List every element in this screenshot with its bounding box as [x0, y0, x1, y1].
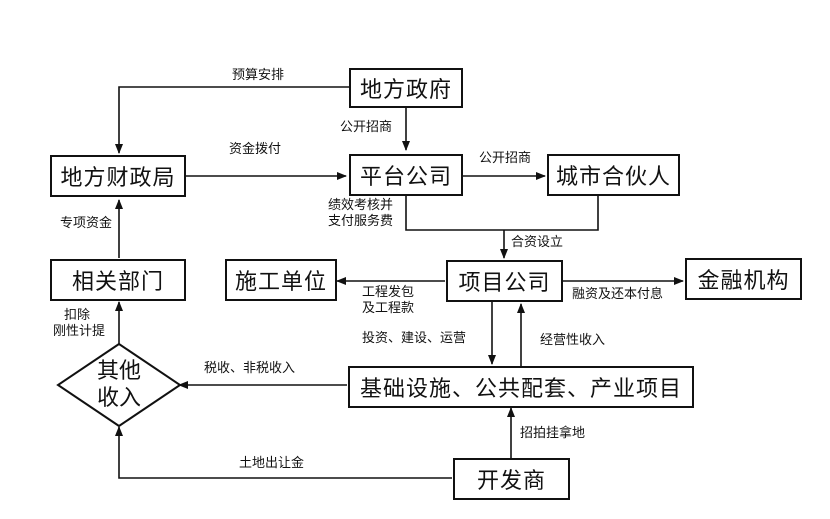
- edge-land-transfer: [115, 426, 452, 479]
- node-infrastructure: 基础设施、公共配套、产业项目: [348, 366, 694, 408]
- node-construction-unit: 施工单位: [225, 259, 337, 301]
- node-finance-bureau: 地方财政局: [50, 155, 186, 197]
- edge-joint-venture-right: [504, 196, 599, 231]
- label-budget: 预算安排: [232, 68, 285, 83]
- node-project-company: 项目公司: [446, 260, 563, 302]
- label-open-bid-gov: 公开招商: [340, 120, 393, 135]
- label-open-bid-partner: 公开招商: [479, 151, 532, 166]
- label-engineering: 工程发包 及工程款: [362, 285, 414, 317]
- label-financing: 融资及还本付息: [572, 287, 664, 302]
- edge-budget: [115, 86, 349, 154]
- label-deduct: 扣除 刚性计提: [53, 308, 105, 340]
- label-fund-allocation: 资金拨付: [229, 142, 282, 157]
- other-income-line2: 收入: [96, 386, 141, 411]
- label-performance-line2: 支付服务费: [328, 214, 394, 229]
- label-engineering-line1: 工程发包: [362, 285, 415, 300]
- node-local-government: 地方政府: [349, 68, 463, 108]
- node-other-income: 其他 收入: [79, 358, 159, 412]
- label-land-transfer: 土地出让金: [239, 456, 305, 471]
- label-land-auction: 招拍挂拿地: [520, 426, 586, 441]
- label-engineering-line2: 及工程款: [362, 301, 415, 316]
- label-performance-line1: 绩效考核并: [328, 198, 394, 213]
- other-income-diamond: [56, 342, 182, 428]
- label-deduct-line1: 扣除: [64, 308, 91, 323]
- label-invest-build: 投资、建设、运营: [362, 331, 467, 346]
- other-income-line1: 其他: [96, 359, 141, 384]
- label-performance: 绩效考核并 支付服务费: [328, 198, 393, 230]
- node-city-partner: 城市合伙人: [547, 154, 680, 196]
- node-platform-company: 平台公司: [349, 154, 463, 196]
- node-developer: 开发商: [453, 458, 570, 500]
- node-financial-institution: 金融机构: [685, 258, 802, 300]
- label-special-funds: 专项资金: [60, 216, 113, 231]
- label-deduct-line2: 刚性计提: [53, 324, 106, 339]
- edge-joint-venture-left: [405, 196, 504, 231]
- label-operating-income: 经营性收入: [540, 333, 606, 348]
- label-tax-income: 税收、非税收入: [204, 361, 296, 376]
- node-related-department: 相关部门: [50, 259, 186, 301]
- label-joint-venture: 合资设立: [511, 235, 564, 250]
